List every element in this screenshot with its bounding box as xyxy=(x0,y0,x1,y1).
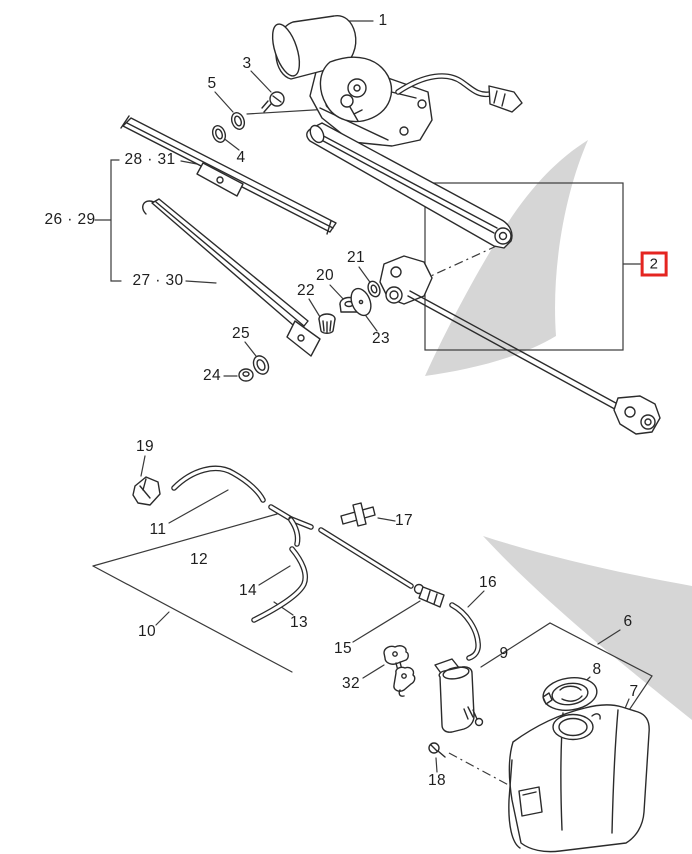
wiper-blade xyxy=(120,115,337,235)
callout-25: 25 xyxy=(231,325,251,342)
pivot-bracket xyxy=(379,255,433,305)
silhouette-body-lower xyxy=(483,536,692,720)
callout-12: 12 xyxy=(189,551,209,568)
washer-nozzle xyxy=(132,476,161,506)
callout-2-highlighted[interactable]: 2 xyxy=(640,251,668,277)
callout-26-29: 26 · 29 xyxy=(44,211,96,228)
cross-joint-17 xyxy=(340,502,376,527)
linkage-rod xyxy=(407,290,661,435)
callout-20: 20 xyxy=(315,267,335,284)
screw-3 xyxy=(261,91,285,113)
callout-17: 17 xyxy=(394,512,414,529)
motor-harness xyxy=(395,73,523,113)
washer-4 xyxy=(211,125,227,143)
reservoir-cap xyxy=(542,677,598,711)
callout-9: 9 xyxy=(499,645,509,662)
hardware-washer-21 xyxy=(367,280,381,298)
callout-21: 21 xyxy=(346,249,366,266)
washer-pump xyxy=(434,658,484,733)
callout-11: 11 xyxy=(149,521,167,538)
callout-23: 23 xyxy=(371,330,391,347)
hardware-washer-25 xyxy=(252,355,270,375)
callout-27-30: 27 · 30 xyxy=(132,272,184,289)
wiper-arm xyxy=(142,198,321,357)
callout-15: 15 xyxy=(333,640,353,657)
screw-18 xyxy=(428,742,446,758)
callout-22: 22 xyxy=(296,282,316,299)
silhouette-windshield-upper xyxy=(425,140,588,376)
hose-clamps-32 xyxy=(383,645,416,697)
callout-13: 13 xyxy=(289,614,309,631)
callout-7: 7 xyxy=(629,683,639,700)
callout-10: 10 xyxy=(137,623,157,640)
callout-5: 5 xyxy=(207,75,217,92)
callout-14: 14 xyxy=(238,582,258,599)
linkage-arm xyxy=(306,122,513,249)
callout-3: 3 xyxy=(242,55,252,72)
washer-5 xyxy=(230,112,246,130)
callout-8: 8 xyxy=(592,661,602,678)
callout-28-31: 28 · 31 xyxy=(124,151,176,168)
callout-32: 32 xyxy=(341,675,361,692)
hose-15 xyxy=(318,527,414,589)
wiper-motor xyxy=(271,14,433,147)
hardware-nut-24 xyxy=(238,368,254,382)
leader-lines xyxy=(92,20,653,790)
reservoir-tank xyxy=(508,704,650,853)
callout-4: 4 xyxy=(236,149,246,166)
callout-16: 16 xyxy=(478,574,498,591)
hose-y-connector-12 xyxy=(268,504,314,547)
check-valve xyxy=(413,583,445,608)
hose-11 xyxy=(171,465,266,503)
hardware-washer-23 xyxy=(350,287,372,317)
hardware-nut-22 xyxy=(318,313,336,334)
callout-24: 24 xyxy=(202,367,222,384)
hose-16 xyxy=(449,602,481,661)
callout-18: 18 xyxy=(427,772,447,789)
callout-19: 19 xyxy=(135,438,155,455)
callout-6: 6 xyxy=(623,613,633,630)
callout-1: 1 xyxy=(378,12,388,29)
hose-14 xyxy=(251,546,309,623)
